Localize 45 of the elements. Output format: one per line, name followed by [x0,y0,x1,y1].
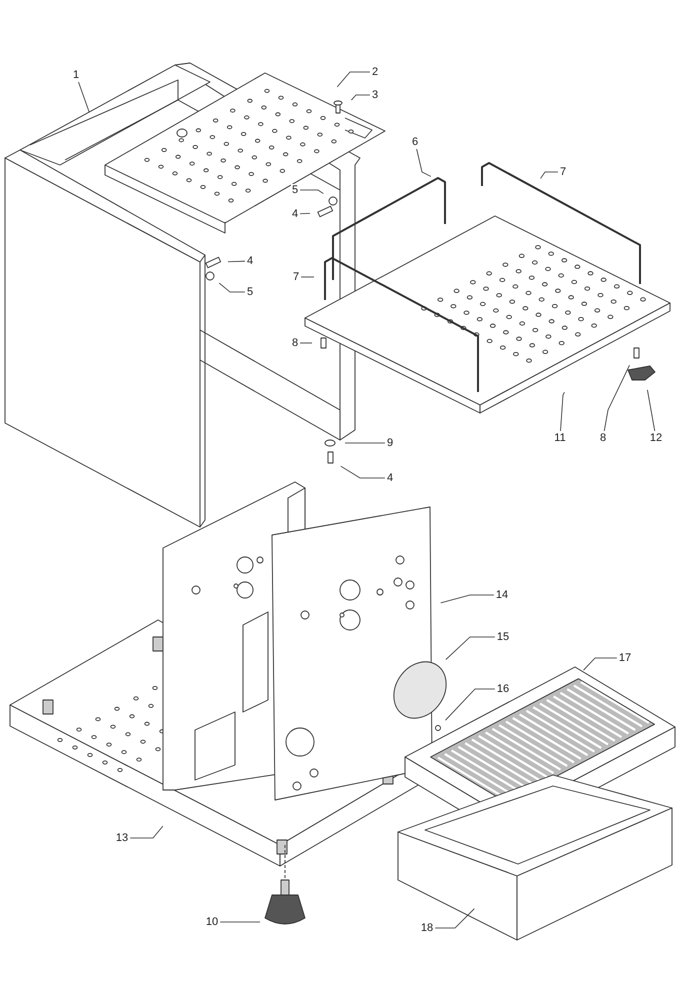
leader-line [560,392,565,432]
callout-number: 6 [410,136,420,148]
leader-line [350,94,370,100]
callout-number: 17 [618,652,632,664]
callout-number: 18 [420,922,434,934]
leader-line [300,190,324,194]
leader-line [336,72,370,88]
leader-line [540,172,558,179]
leader-line [130,826,164,838]
callout-number: 5 [246,286,254,298]
callout-number: 5 [290,184,300,196]
leader-line [344,442,386,444]
leader-line [440,594,494,604]
leader-line [647,389,656,432]
callout-number: 4 [246,255,254,267]
callout-number: 3 [370,89,380,101]
leader-line [445,688,496,721]
leader-line [445,636,496,660]
callout-number: 10 [204,916,220,928]
callout-number: 4 [290,208,300,220]
leader-line [416,148,432,177]
leader-line [78,82,90,113]
leader-line [434,908,475,928]
leader-line [228,260,246,262]
callout-number: 8 [598,432,608,444]
leader-line [340,466,386,478]
callout-number: 13 [114,832,130,844]
callout-number: 12 [648,432,664,444]
callout-number: 11 [553,432,567,444]
leader-line [604,364,630,432]
leader-line [300,212,310,214]
callout-number: 7 [558,166,568,178]
leader-line [218,282,246,292]
leader-line [300,342,312,344]
callout-number: 8 [290,337,300,349]
callout-number: 2 [370,66,380,78]
callout-number: 4 [386,472,394,484]
callout-number: 16 [496,683,510,695]
leader-line [583,658,618,671]
callout-number: 7 [292,271,300,283]
callout-number: 1 [72,69,80,81]
leader-line [300,276,314,278]
callout-number: 9 [386,437,394,449]
callout-number: 15 [496,631,510,643]
callout-number: 14 [494,589,510,601]
